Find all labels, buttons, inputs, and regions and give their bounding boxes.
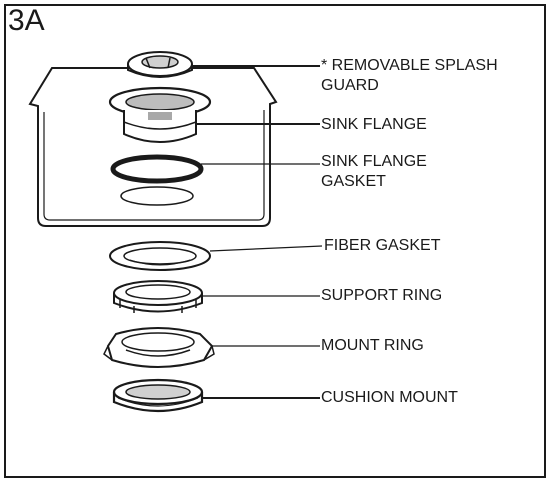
sink-flange-gasket-part [113,157,201,205]
callout-sink-flange-gasket: SINK FLANGE GASKET [321,152,427,192]
support-ring-part [114,281,202,313]
leader-line-fiber-gasket [210,246,322,251]
callout-mount-ring: MOUNT RING [321,336,424,356]
cushion-mount-part [114,380,202,411]
callout-sink-flange: SINK FLANGE [321,115,427,135]
callout-splash-guard: * REMOVABLE SPLASH GUARD [321,56,498,96]
fiber-gasket-part [110,242,210,270]
callout-cushion-mount: CUSHION MOUNT [321,388,458,408]
splash-guard-part [128,52,192,77]
callout-support-ring: SUPPORT RING [321,286,442,306]
mount-ring-part [104,328,214,367]
callout-fiber-gasket: FIBER GASKET [324,236,440,256]
sink-flange-part [110,88,210,142]
